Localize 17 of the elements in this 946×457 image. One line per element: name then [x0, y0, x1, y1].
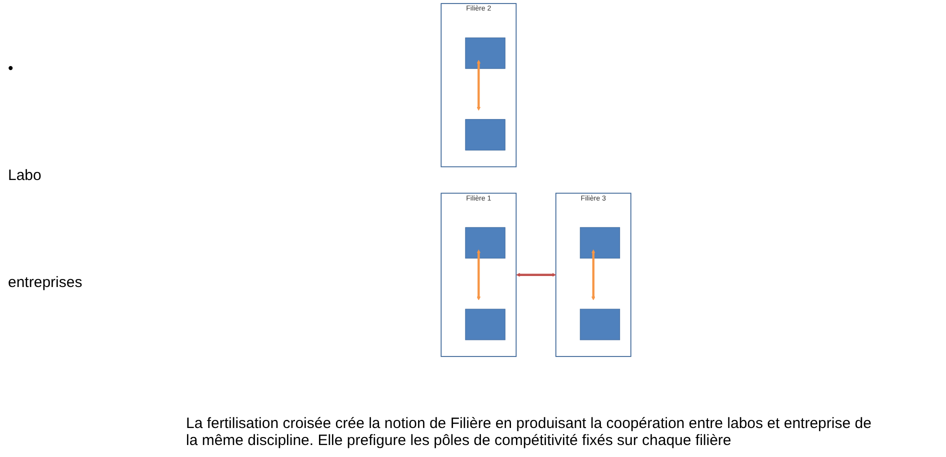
side-label: •: [8, 60, 14, 77]
node-box: [465, 227, 506, 259]
arrow: [516, 272, 556, 277]
arrow: [476, 249, 481, 300]
side-label: entreprises: [8, 274, 84, 291]
caption: La fertilisation croisée crée la notion de Filière en produisant la coopération entre labos et entreprise de la même discipline. Elle prefigure les pôles de compétitivité fixés sur chaque filière: [185, 414, 872, 451]
cluster: [440, 192, 517, 357]
side-label: Labo: [8, 167, 42, 184]
cluster: [440, 3, 517, 168]
arrow: [591, 249, 596, 300]
node-box: [580, 308, 620, 340]
arrow: [476, 60, 481, 111]
node-box: [465, 38, 506, 69]
node-box: [465, 308, 506, 340]
node-box: [580, 227, 620, 259]
node-box: [465, 119, 506, 150]
cluster: [555, 192, 632, 357]
